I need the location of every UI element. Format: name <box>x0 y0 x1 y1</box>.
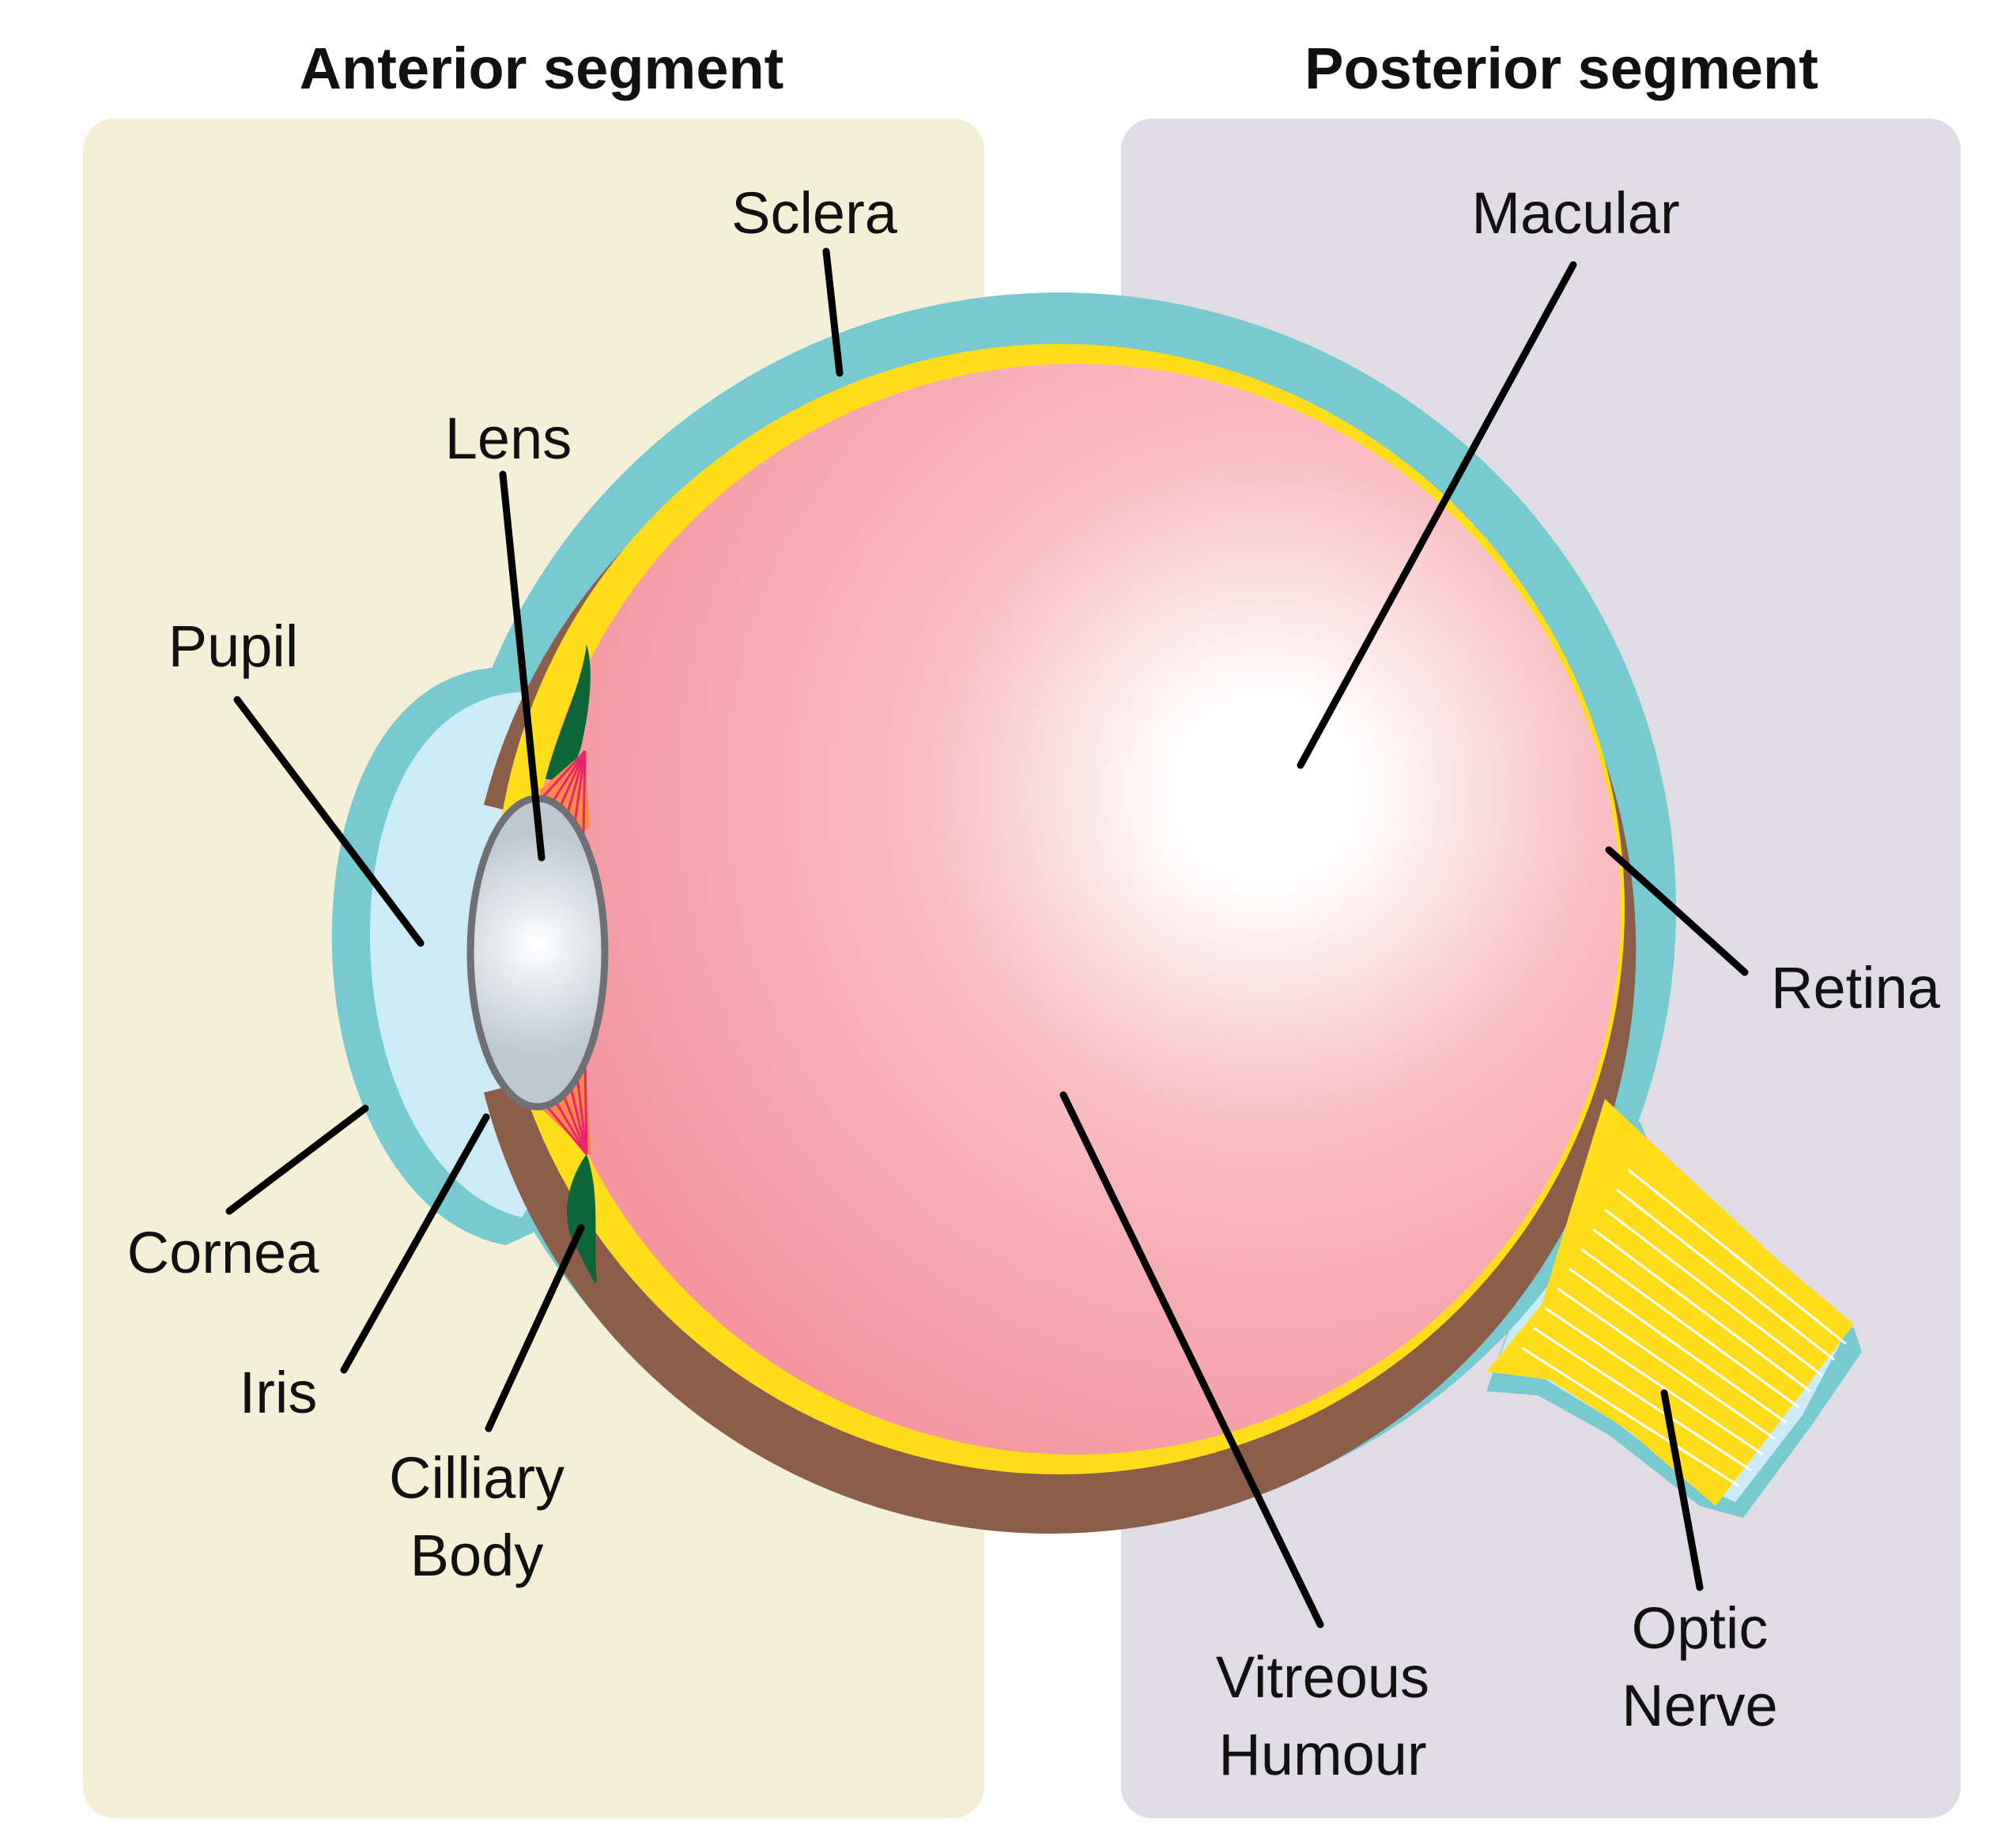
sclera-label: Sclera <box>731 180 898 246</box>
ciliary-body-label-line1: Cilliary <box>389 1445 564 1511</box>
ciliary-body-leader <box>485 1224 585 1432</box>
lens-label: Lens <box>445 406 572 471</box>
macular-label: Macular <box>1471 180 1679 246</box>
vitreous-humour-leader <box>1059 1091 1324 1629</box>
optic-nerve-leader <box>1660 1389 1704 1591</box>
anterior-segment-title: Anterior segment <box>300 36 784 101</box>
retina-leader <box>1605 846 1749 976</box>
optic-nerve-label-line1: Optic <box>1632 1595 1769 1661</box>
cornea-leader <box>225 1104 369 1215</box>
sclera-leader <box>822 247 844 377</box>
ciliary-body-label-line2: Body <box>410 1523 544 1588</box>
iris-leader <box>340 1113 490 1374</box>
pupil-label: Pupil <box>168 613 299 679</box>
cornea-label: Cornea <box>127 1220 320 1285</box>
iris-lower <box>567 1154 597 1283</box>
posterior-segment-title: Posterior segment <box>1304 36 1818 101</box>
vitreous-humour-label-line1: Vitreous <box>1216 1644 1429 1710</box>
optic-nerve-fibres <box>1521 1168 1847 1488</box>
lens-leader <box>499 470 546 862</box>
iris-upper <box>546 644 591 780</box>
vitreous-humour <box>530 364 1621 1455</box>
pupil-leader <box>233 696 425 947</box>
iris-label: Iris <box>240 1360 318 1425</box>
retina-label: Retina <box>1771 955 1941 1021</box>
macular-leader <box>1297 261 1577 769</box>
vitreous-humour-label-line2: Humour <box>1218 1722 1426 1787</box>
optic-nerve-label-line2: Nerve <box>1621 1673 1777 1738</box>
